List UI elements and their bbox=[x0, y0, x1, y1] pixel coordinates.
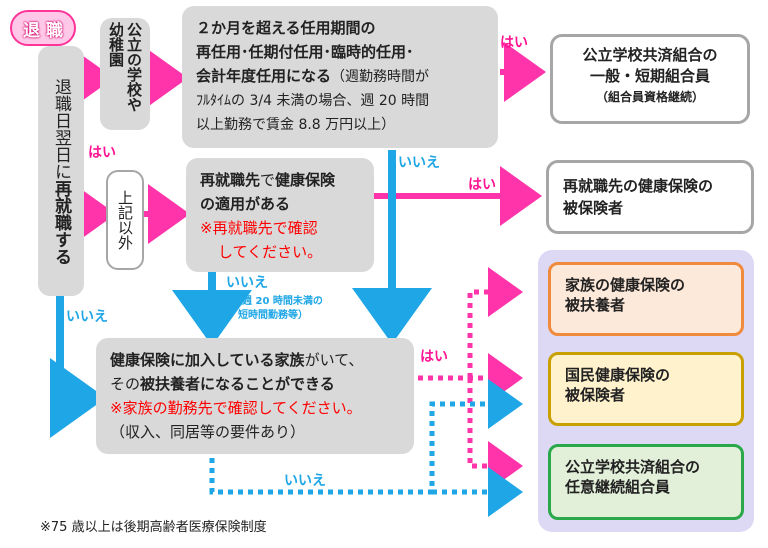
q1-line5: 以上勤務で賃金 8.8 万円以上） bbox=[196, 117, 396, 133]
label-no-q3: いいえ bbox=[284, 473, 326, 489]
result-national-health-insured: 国民健康保険の 被保険者 bbox=[548, 352, 744, 426]
r2-line2: 被保険者 bbox=[563, 199, 624, 217]
r3-line1: 家族の健康保険の bbox=[565, 276, 686, 294]
q2-note1: ※再就職先で確認 bbox=[200, 219, 318, 237]
q1-line2: 再任用･任期付任用･臨時的任用･ bbox=[196, 43, 414, 61]
label-no-q1: いいえ bbox=[398, 155, 440, 171]
q1-line1: ２か月を超える任用期間の bbox=[196, 19, 376, 37]
q1-line3-bold: 会計年度任用になる bbox=[196, 67, 332, 85]
arrow-q3-yes-down bbox=[467, 378, 523, 491]
q3-sub: （収入、同居等の要件あり） bbox=[110, 423, 306, 441]
q3-bold2: 被扶養者になることができる bbox=[140, 375, 335, 393]
arrow-q3-yes-up bbox=[467, 267, 523, 378]
employer-other-box: 上記以外 bbox=[106, 170, 144, 270]
employer-other-label: 上記以外 bbox=[116, 190, 134, 250]
r1-line2: 一般・短期組合員 bbox=[589, 67, 710, 85]
arrow-left-no bbox=[50, 296, 106, 438]
q2-bold1: 再就職先 bbox=[200, 171, 261, 189]
r4-line1: 国民健康保険の bbox=[565, 366, 671, 384]
r5-line1: 公立学校共済組合の bbox=[565, 458, 701, 476]
q1-line4: ﾌﾙﾀｲﾑの 3/4 未満の場合、週 20 時間 bbox=[196, 93, 430, 109]
retire-badge: 退 職 bbox=[10, 10, 76, 46]
label-no-q2-note2: 短時間勤務等） bbox=[238, 310, 308, 321]
q3-rest1: がいて、 bbox=[304, 351, 364, 369]
r5-line2: 任意継続組合員 bbox=[565, 478, 671, 496]
reemploy-pre: 退職日翌日に bbox=[51, 77, 71, 180]
label-no-q2-note1: （週 20 時間未満の bbox=[232, 296, 323, 307]
employer-public-box: 公立の学校や幼稚園 bbox=[100, 18, 150, 130]
question-public-appointment: ２か月を超える任用期間の 再任用･任期付任用･臨時的任用･ 会計年度任用になる（… bbox=[182, 6, 498, 148]
q3-bold1: 健康保険に加入している家族 bbox=[110, 351, 305, 369]
r3-line2: 被扶養者 bbox=[565, 296, 626, 314]
result-new-employer-insured: 再就職先の健康保険の 被保険者 bbox=[546, 160, 754, 234]
q2-rest1: で bbox=[260, 171, 276, 189]
q1-line3-rest: （週勤務時間が bbox=[331, 69, 430, 85]
reemploy-column: 退職日翌日に再就職する bbox=[38, 46, 84, 296]
reemploy-bold: 再就職する bbox=[51, 179, 71, 265]
label-yes-q2: はい bbox=[468, 177, 496, 193]
result-mutual-aid-member: 公立学校共済組合の 一般・短期組合員 （組合員資格継続） bbox=[550, 34, 750, 124]
q3-note: ※家族の勤務先で確認してください。 bbox=[110, 399, 362, 417]
result-family-dependent: 家族の健康保険の 被扶養者 bbox=[548, 262, 744, 336]
result-voluntary-continuation: 公立学校共済組合の 任意継続組合員 bbox=[548, 444, 744, 520]
question-family-dependent: 健康保険に加入している家族がいて、 その被扶養者になることができる ※家族の勤務… bbox=[96, 338, 414, 454]
footnote: ※75 歳以上は後期高齢者医療保険制度 bbox=[40, 520, 267, 535]
r1-line1: 公立学校共済組合の bbox=[582, 46, 718, 64]
r4-line2: 被保険者 bbox=[565, 386, 626, 404]
q3-pre2: その bbox=[110, 375, 141, 393]
r1-line3: （組合員資格継続） bbox=[595, 90, 704, 104]
label-no-q2: いいえ bbox=[226, 275, 268, 291]
q2-bold3: の適用がある bbox=[200, 195, 291, 213]
q2-note2: してください。 bbox=[218, 243, 323, 261]
label-yes-q3: はい bbox=[420, 349, 448, 365]
employer-public-label: 公立の学校や幼稚園 bbox=[107, 22, 143, 112]
label-yes-left: はい bbox=[88, 145, 116, 161]
question-new-employer-insurance: 再就職先で健康保険 の適用がある ※再就職先で確認 してください。 bbox=[186, 158, 374, 272]
r2-line1: 再就職先の健康保険の bbox=[563, 177, 714, 195]
q2-bold2: 健康保険 bbox=[275, 171, 336, 189]
label-yes-q1: はい bbox=[500, 35, 528, 51]
label-no-left: いいえ bbox=[66, 309, 108, 325]
